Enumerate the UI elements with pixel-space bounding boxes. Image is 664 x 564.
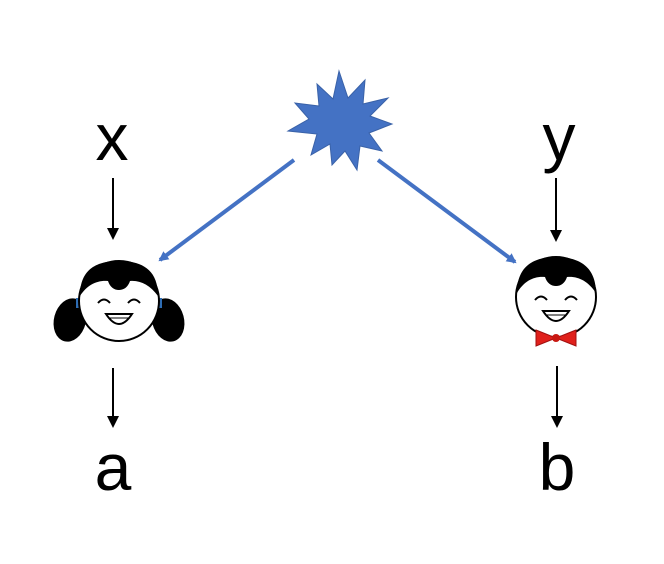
girl-face-icon xyxy=(53,260,185,342)
label-a: a xyxy=(95,430,132,504)
boy-face-icon xyxy=(515,256,597,347)
star-burst-icon xyxy=(286,69,394,172)
label-x: x xyxy=(96,100,129,174)
source-arrow-right xyxy=(376,158,517,264)
label-y: y xyxy=(543,100,576,174)
label-b: b xyxy=(539,430,576,504)
bow-tie-icon xyxy=(535,329,577,347)
source-arrow-left xyxy=(158,158,296,262)
